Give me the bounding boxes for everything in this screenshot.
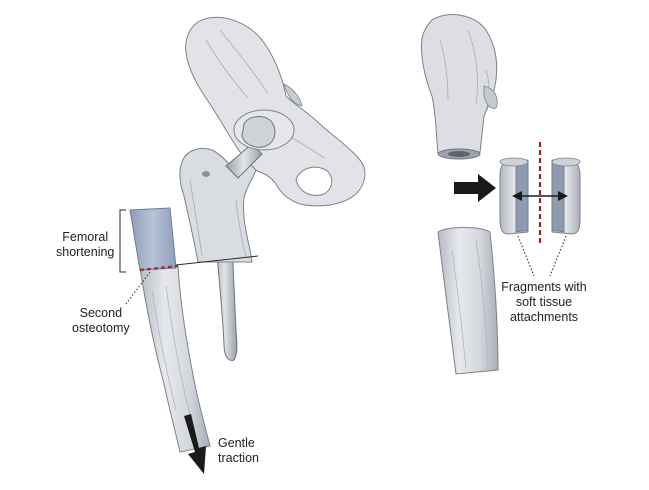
right-proximal-femur — [421, 14, 498, 155]
distal-femur-left — [139, 265, 211, 453]
fragments-label: Fragments with soft tissue attachments — [498, 280, 590, 325]
fragment-leader-right — [549, 235, 567, 277]
femur-shading — [189, 179, 247, 259]
gentle-traction-label: Gentle traction — [218, 436, 259, 466]
femoral-shortening-line-2: shortening — [56, 245, 115, 259]
fragment-right-top — [551, 157, 581, 167]
distal-femur-shaft — [139, 265, 211, 453]
shortening-bracket — [119, 209, 126, 273]
resected-segment — [129, 207, 177, 271]
femoral-shortening-line-1: Femoral — [62, 230, 109, 244]
right-distal-shaft — [437, 227, 499, 375]
proximal-femur-right — [421, 14, 498, 160]
gentle-traction-line-1: Gentle — [218, 436, 255, 450]
insertion-arrow — [454, 174, 496, 202]
trochanter-bump — [483, 85, 498, 109]
traction-arrow — [184, 414, 206, 474]
fragments-line-2: soft tissue — [515, 295, 573, 309]
implant-neck-head — [225, 109, 295, 179]
implant-head — [241, 116, 276, 148]
fragment-left-top — [499, 157, 529, 167]
obturator-foramen — [295, 166, 333, 196]
canal-inner — [448, 151, 470, 157]
fragment-leader-left — [517, 235, 535, 277]
second-osteotomy-line-1: Second — [79, 306, 123, 320]
fragments-line-3: attachments — [509, 310, 579, 324]
right-distal-shading — [451, 239, 489, 369]
separation-arrow-left-head — [512, 191, 522, 201]
traction-arrow-shape — [184, 414, 206, 474]
shortening-segment — [129, 207, 177, 271]
implant-neck — [225, 143, 263, 179]
second-osteotomy-label: Second osteotomy — [72, 306, 130, 336]
separation-arrow-right-head — [558, 191, 568, 201]
separation-arrow — [512, 191, 568, 201]
second-osteotomy-cut — [139, 264, 179, 272]
fragments-line-1: Fragments with — [501, 280, 587, 294]
distal-femur-right — [437, 227, 499, 375]
second-osteotomy-line-2: osteotomy — [72, 321, 130, 335]
stem-collar-hole — [202, 171, 210, 177]
iliac-spine — [283, 83, 303, 107]
femoral-shortening-label: Femoral shortening — [56, 230, 114, 260]
gentle-traction-line-2: traction — [218, 451, 259, 465]
distal-shaft-shading — [151, 285, 195, 431]
